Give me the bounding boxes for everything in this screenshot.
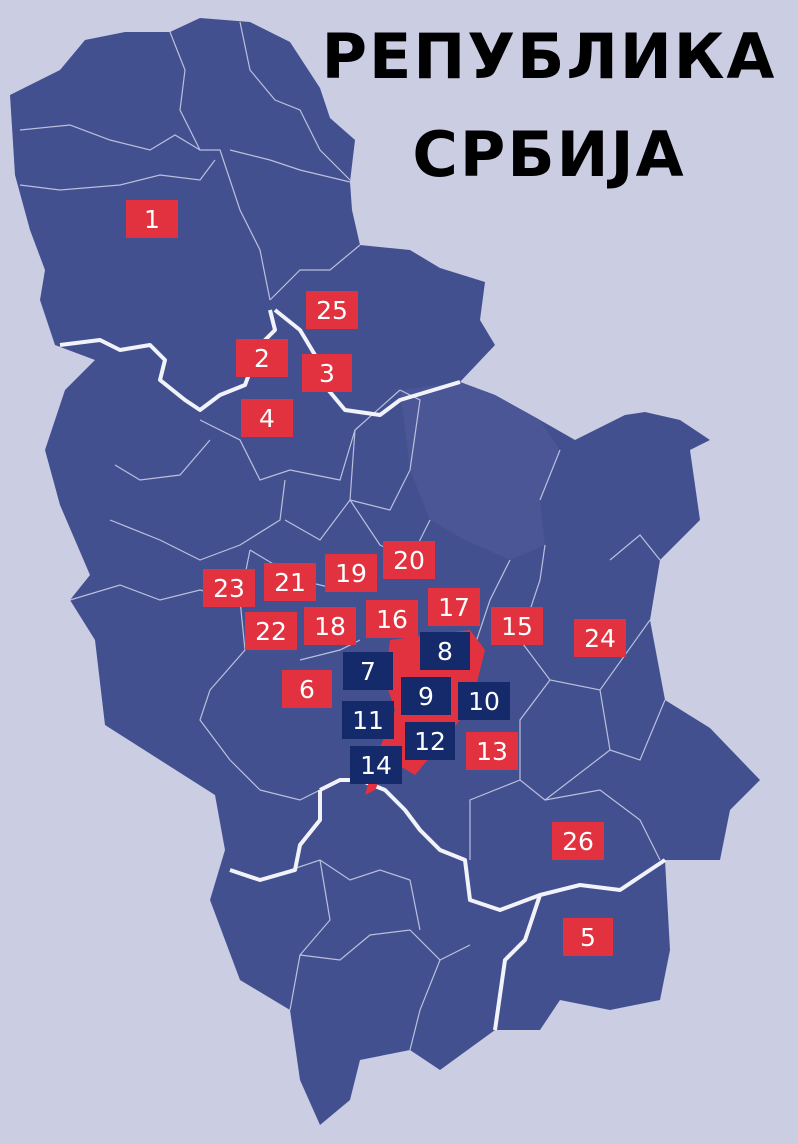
district-label[interactable]: 8 [420, 632, 470, 670]
district-label[interactable]: 9 [401, 677, 451, 715]
district-label[interactable]: 22 [245, 612, 297, 650]
district-label[interactable]: 20 [383, 541, 435, 579]
district-label[interactable]: 14 [350, 746, 402, 784]
district-label[interactable]: 10 [458, 682, 510, 720]
title-line-1: РЕПУБЛИКА [321, 20, 777, 93]
district-label[interactable]: 18 [304, 607, 356, 645]
district-label[interactable]: 19 [325, 554, 377, 592]
district-label[interactable]: 16 [366, 600, 418, 638]
district-label[interactable]: 3 [302, 354, 352, 392]
district-label[interactable]: 15 [491, 607, 543, 645]
district-label[interactable]: 13 [466, 732, 518, 770]
district-label[interactable]: 11 [342, 701, 394, 739]
district-label[interactable]: 1 [126, 200, 178, 238]
district-label[interactable]: 23 [203, 569, 255, 607]
title-line-2: СРБИЈА [412, 118, 686, 191]
district-label[interactable]: 24 [574, 619, 626, 657]
district-label[interactable]: 17 [428, 588, 480, 626]
district-label[interactable]: 6 [282, 670, 332, 708]
district-label[interactable]: 4 [241, 399, 293, 437]
highlighted-region [400, 382, 560, 560]
district-label[interactable]: 26 [552, 822, 604, 860]
district-label[interactable]: 12 [405, 722, 455, 760]
district-label[interactable]: 7 [343, 652, 393, 690]
district-label[interactable]: 2 [236, 339, 288, 377]
district-label[interactable]: 25 [306, 291, 358, 329]
district-label[interactable]: 5 [563, 918, 613, 956]
district-label[interactable]: 21 [264, 563, 316, 601]
district-borders [19, 21, 666, 1051]
